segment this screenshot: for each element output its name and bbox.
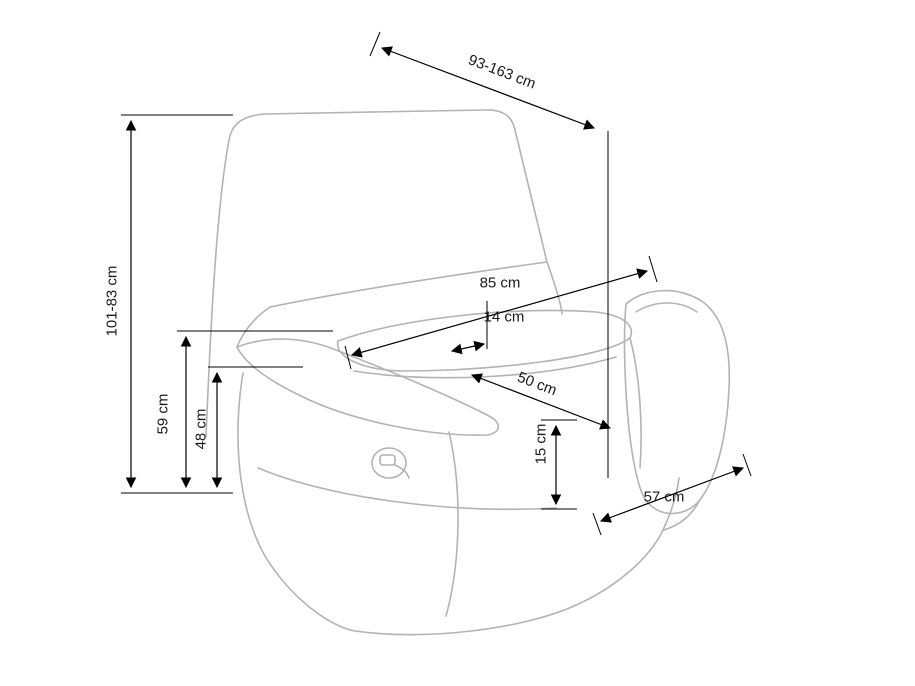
dim-depth-range	[369, 31, 609, 478]
dim-armrest-width	[450, 301, 488, 355]
dim-height-range	[121, 114, 233, 494]
dim-seat-height	[177, 330, 333, 489]
recliner-line-drawing	[205, 109, 731, 636]
footrest-seam	[445, 431, 459, 617]
dim-label-overall-width: 85 cm	[479, 274, 521, 292]
dim-seat-depth	[470, 373, 612, 430]
base-front-contour	[257, 467, 557, 511]
dim-label-base-depth: 57 cm	[643, 488, 685, 506]
right-armrest-inner-seam	[635, 302, 698, 313]
dim-base-depth	[592, 453, 752, 536]
dim-armrest-height	[208, 366, 303, 489]
dim-label-height-range: 101-83 cm	[103, 265, 121, 337]
backrest-right-edge	[546, 261, 563, 315]
dim-label-armrest-height: 48 cm	[192, 408, 210, 450]
dim-label-seat-height: 59 cm	[154, 393, 172, 435]
left-armrest	[236, 338, 500, 436]
dim-label-base-clearance: 15 cm	[532, 423, 550, 465]
dim-base-clearance	[541, 419, 577, 510]
base-outline	[237, 372, 680, 636]
dimension-lines	[121, 31, 752, 536]
backrest-outline	[205, 109, 548, 438]
dim-label-armrest-width: 14 cm	[483, 308, 525, 326]
recliner-lever-icon	[371, 447, 410, 479]
dim-overall-width	[344, 255, 658, 370]
